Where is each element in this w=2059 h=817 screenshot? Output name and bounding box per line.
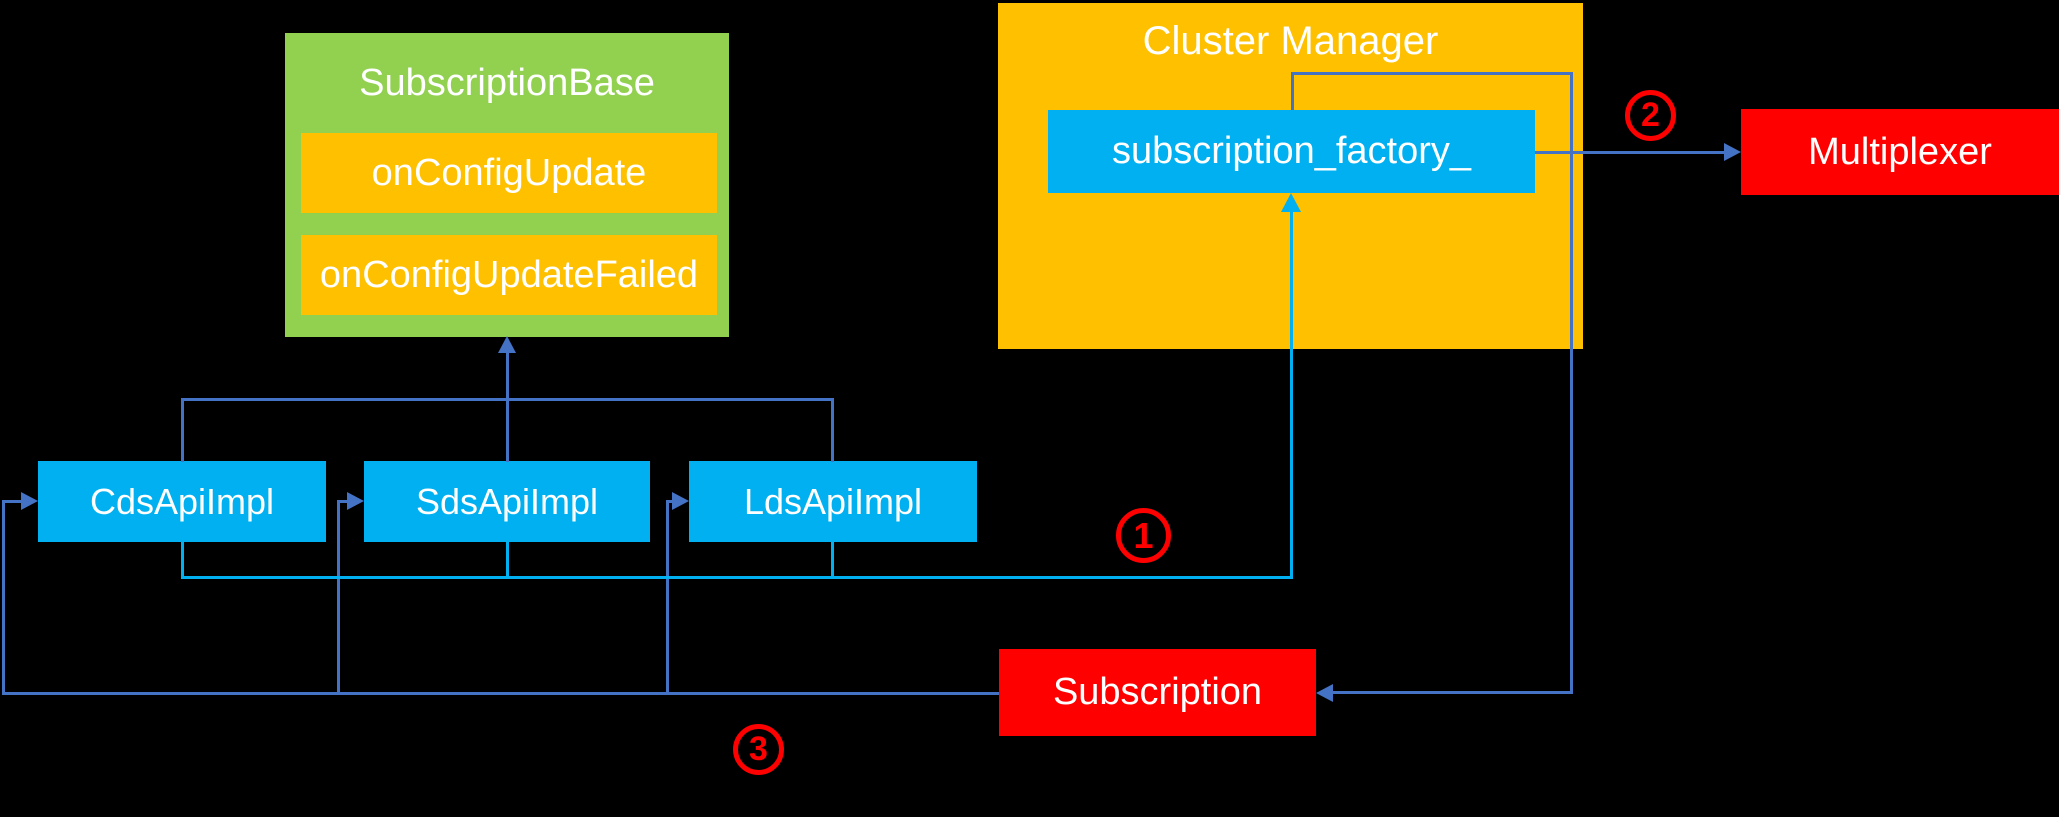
- connector-factory-bus: [181, 576, 1293, 579]
- step-1-badge: 1: [1116, 508, 1171, 563]
- connector-loop-left-riser: [1291, 73, 1294, 110]
- arrowhead-to-sds: [347, 492, 364, 510]
- arrowhead-to-subscription-base: [498, 336, 516, 353]
- connector-subscription-feed-bus: [2, 692, 999, 695]
- connector-factory-riser: [1290, 211, 1293, 579]
- node-cluster-manager-label: Cluster Manager: [1142, 18, 1439, 63]
- node-lds-api-impl: LdsApiImpl: [689, 461, 977, 542]
- node-multiplexer: Multiplexer: [1741, 109, 2059, 195]
- arrowhead-to-subscription-factory: [1281, 193, 1301, 212]
- step-3-badge: 3: [733, 724, 784, 775]
- connector-inherit-stub-cds: [181, 398, 184, 462]
- connector-feed-riser-lds: [666, 500, 669, 694]
- connector-feed-arm-cds: [2, 500, 24, 503]
- connector-inherit-stub-lds: [831, 398, 834, 462]
- arrowhead-to-lds: [672, 492, 689, 510]
- node-subscription-base: SubscriptionBase onConfigUpdate onConfig…: [285, 33, 729, 337]
- connector-feed-riser-cds: [2, 500, 5, 694]
- arrowhead-to-cds: [21, 492, 38, 510]
- connector-feed-arm-lds: [666, 500, 674, 503]
- connector-factory-stub-lds: [831, 542, 834, 579]
- arrowhead-to-subscription: [1316, 684, 1333, 702]
- connector-to-multiplexer: [1535, 151, 1727, 154]
- connector-loop-right-drop: [1570, 72, 1573, 693]
- node-on-config-update-failed: onConfigUpdateFailed: [301, 235, 717, 315]
- connector-factory-stub-cds: [181, 542, 184, 579]
- node-sds-api-impl: SdsApiImpl: [364, 461, 650, 542]
- node-on-config-update: onConfigUpdate: [301, 133, 717, 213]
- connector-loop-top: [1291, 72, 1573, 75]
- connector-feed-riser-sds: [337, 500, 340, 694]
- node-subscription-factory: subscription_factory_: [1048, 110, 1535, 193]
- connector-loop-bottom: [1332, 691, 1573, 694]
- node-cds-api-impl: CdsApiImpl: [38, 461, 326, 542]
- connector-factory-stub-sds: [506, 542, 509, 579]
- node-subscription-base-label: SubscriptionBase: [359, 61, 655, 104]
- connector-inherit-riser: [506, 350, 509, 462]
- arrowhead-to-multiplexer: [1724, 143, 1741, 161]
- step-2-badge: 2: [1625, 90, 1676, 141]
- connector-feed-arm-sds: [337, 500, 349, 503]
- node-subscription: Subscription: [999, 649, 1316, 736]
